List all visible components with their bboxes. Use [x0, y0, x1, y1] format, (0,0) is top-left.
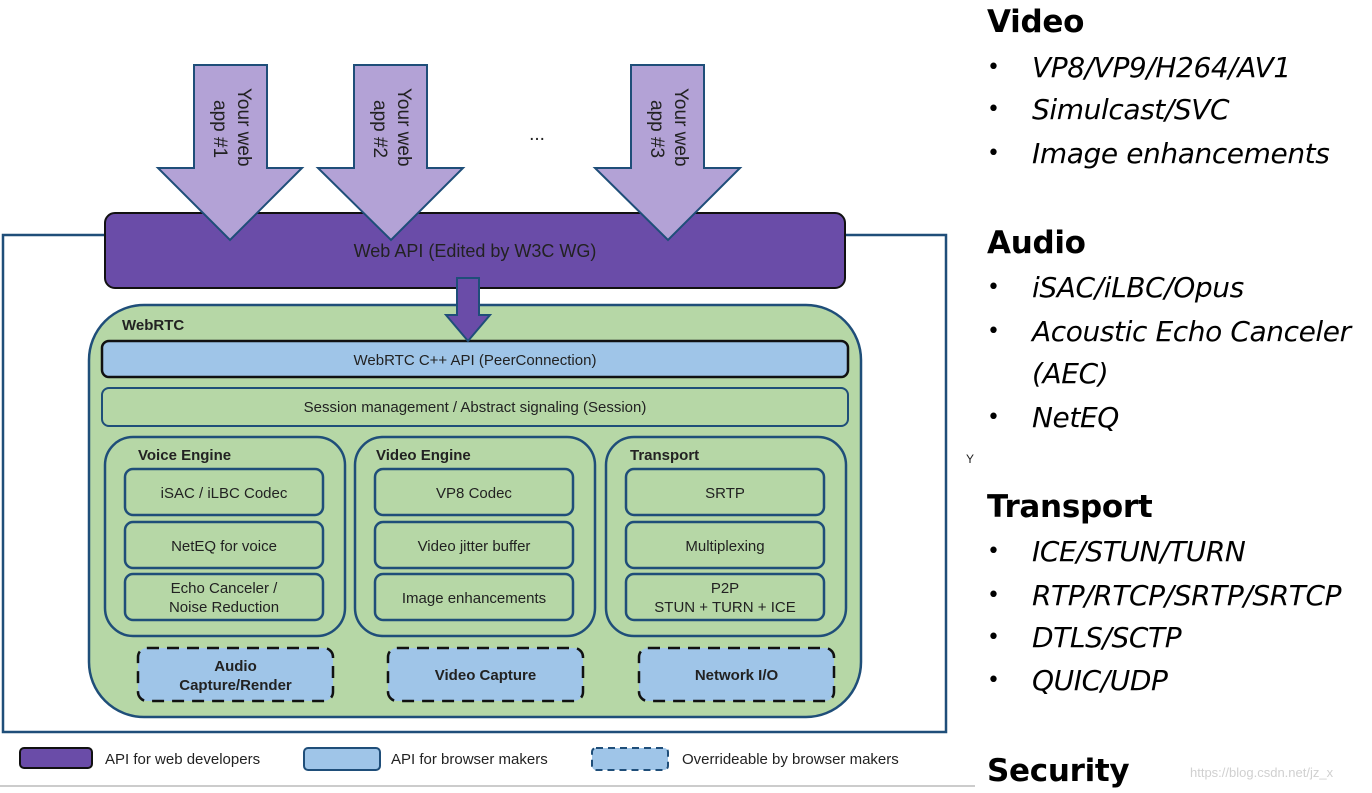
webrtc-label: WebRTC [122, 317, 184, 334]
component-box [624, 467, 826, 517]
legend-label-browser: API for browser makers [391, 751, 548, 768]
legend-swatch-override [591, 747, 669, 771]
component-box [373, 572, 575, 622]
component-label: VP8 Codec [436, 485, 512, 502]
webrtc-architecture-diagram: Your web app #1 Your web app #2 ... Your… [0, 64, 975, 787]
app-1-line1: Your web [233, 88, 254, 167]
stray-mark: Y [966, 452, 974, 466]
app-1-line2: app #1 [209, 100, 230, 158]
capture-box [637, 646, 836, 703]
component-box [624, 520, 826, 570]
section-title-security: Security [987, 753, 1130, 789]
capture-label: Network I/O [695, 667, 779, 684]
app-2-line2: app #2 [369, 100, 390, 158]
section-title-transport: Transport [987, 489, 1153, 525]
app-3-line2: app #3 [646, 100, 667, 158]
session-label: Session management / Abstract signaling … [304, 399, 647, 416]
app-arrow-3: Your web app #3 [592, 64, 743, 242]
app-3-line1: Your web [670, 88, 691, 167]
legend-swatch-browser [303, 747, 381, 771]
component-box [624, 572, 826, 622]
app-arrow-2: Your web app #2 [315, 64, 466, 242]
bullet-icon: • [987, 405, 1000, 430]
component-label: P2P [711, 580, 739, 597]
api-down-arrow [443, 277, 493, 343]
component-label: Video jitter buffer [418, 538, 531, 555]
capture-label-line2: Capture/Render [179, 677, 292, 694]
component-box [123, 572, 325, 622]
watermark: https://blog.csdn.net/jz_x [1190, 765, 1334, 780]
app-arrow-1: Your web app #1 [155, 64, 305, 242]
component-label: Image enhancements [402, 590, 546, 607]
component-label: SRTP [705, 485, 745, 502]
component-box [123, 467, 325, 517]
bullet-icon: • [987, 275, 1000, 300]
cpp-api-bar [100, 339, 850, 379]
engine-title: Voice Engine [138, 447, 231, 464]
engine-title: Video Engine [376, 447, 471, 464]
bullet-icon: • [987, 583, 1000, 608]
more-apps-ellipsis: ... [529, 124, 545, 145]
web-api-label: Web API (Edited by W3C WG) [354, 241, 597, 261]
bullet-icon: • [987, 55, 1000, 80]
legend-label-override: Overrideable by browser makers [682, 751, 899, 768]
session-bar [101, 387, 849, 427]
bullet-icon: • [987, 97, 1000, 122]
bullet-icon: • [987, 319, 1000, 344]
component-label: Multiplexing [685, 538, 764, 555]
bullet-icon: • [987, 141, 1000, 166]
capture-label: Audio [214, 658, 257, 675]
component-box [123, 520, 325, 570]
component-label: NetEQ for voice [171, 538, 277, 555]
legend-label-web-dev: API for web developers [105, 751, 260, 768]
component-label: Echo Canceler / [171, 580, 279, 597]
component-box [373, 467, 575, 517]
bullet-icon: • [987, 625, 1000, 650]
legend-swatch-web-dev [19, 747, 93, 769]
capture-label: Video Capture [435, 667, 536, 684]
capture-box [386, 646, 585, 703]
bullet-icon: • [987, 539, 1000, 564]
component-label: iSAC / iLBC Codec [161, 485, 288, 502]
engine-title: Transport [630, 447, 699, 464]
bullet-icon: • [987, 668, 1000, 693]
section-title-video: Video [987, 4, 1085, 40]
component-box [373, 520, 575, 570]
capture-box [136, 646, 335, 703]
app-2-line1: Your web [393, 88, 414, 167]
section-title-audio: Audio [987, 225, 1086, 261]
cpp-api-label: WebRTC C++ API (PeerConnection) [354, 352, 597, 369]
component-label-line2: Noise Reduction [169, 599, 279, 616]
legend: API for web developers API for browser m… [19, 747, 899, 771]
component-label-line2: STUN + TURN + ICE [654, 599, 795, 616]
